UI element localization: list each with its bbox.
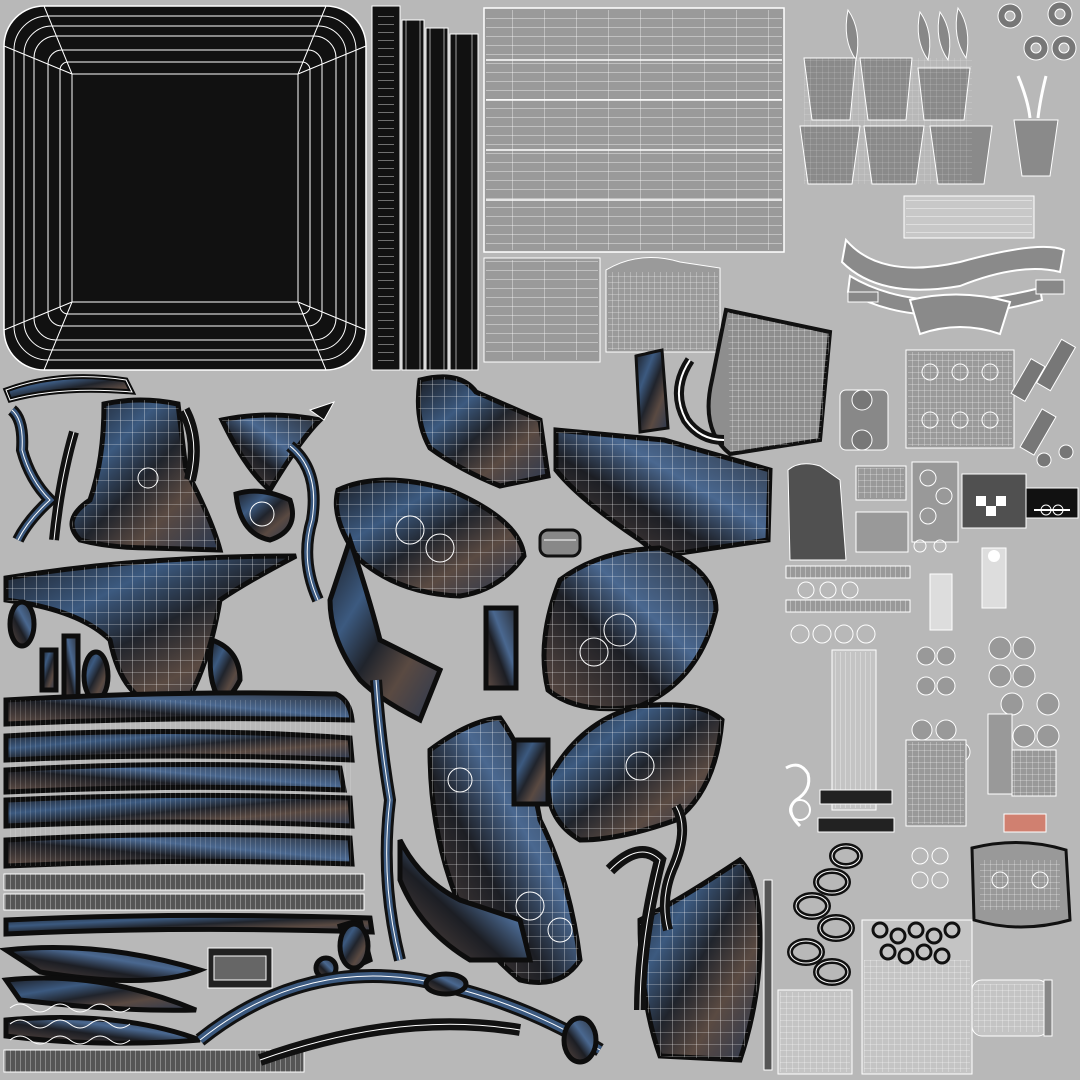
vertical-strips (371, 5, 479, 371)
small-grid-panel-left (483, 257, 601, 363)
flower-petals (845, 6, 969, 62)
marble-oval-pot (541, 545, 719, 712)
cup-pieces (799, 57, 1059, 185)
top-center-grid-panel (483, 7, 785, 253)
cylinder-piece (971, 979, 1053, 1037)
marble-stands (327, 532, 551, 963)
ruler-bars (785, 565, 911, 644)
marble-funnel-piece (553, 427, 773, 559)
large-square-shell (3, 5, 367, 371)
gear-rings-top-right (997, 1, 1077, 61)
mug-shell (634, 307, 833, 457)
gear-cluster-block (905, 349, 1015, 449)
striped-block (903, 195, 1035, 239)
bottom-right-stepped-block (777, 919, 973, 1075)
small-parts-cluster-a (855, 461, 959, 553)
mid-right-gears (905, 646, 971, 827)
marble-spout-piece (69, 397, 224, 553)
marble-disc-piece (333, 477, 527, 599)
marble-second-pot (545, 702, 725, 843)
curl-pieces (785, 763, 811, 828)
device-box (970, 841, 1072, 929)
thin-vertical-bar (763, 879, 773, 1071)
small-dish-piece (538, 528, 582, 558)
marble-left-curves (7, 405, 79, 543)
ruler-strips-bottom-left (3, 873, 365, 911)
tall-column (817, 649, 895, 833)
marble-long-bands (3, 690, 355, 869)
marble-lid-piece (2, 374, 137, 404)
arch-band (840, 237, 1066, 336)
dark-grey-blocks (787, 463, 1079, 561)
marble-curved-rods (178, 407, 324, 603)
spool-pieces (839, 389, 889, 451)
small-cards (929, 547, 1007, 631)
small-gears-row (911, 847, 949, 889)
marble-bowl-piece (3, 553, 298, 707)
marble-bottom-shells (195, 803, 763, 1066)
marble-small-ovals (7, 599, 243, 705)
ladder-pieces (1010, 338, 1077, 468)
small-grid-panel-right (605, 257, 721, 353)
hex-links (787, 843, 863, 986)
marble-sleeve-piece (415, 374, 551, 489)
gear-column-right (987, 636, 1060, 797)
red-label (1003, 813, 1047, 833)
